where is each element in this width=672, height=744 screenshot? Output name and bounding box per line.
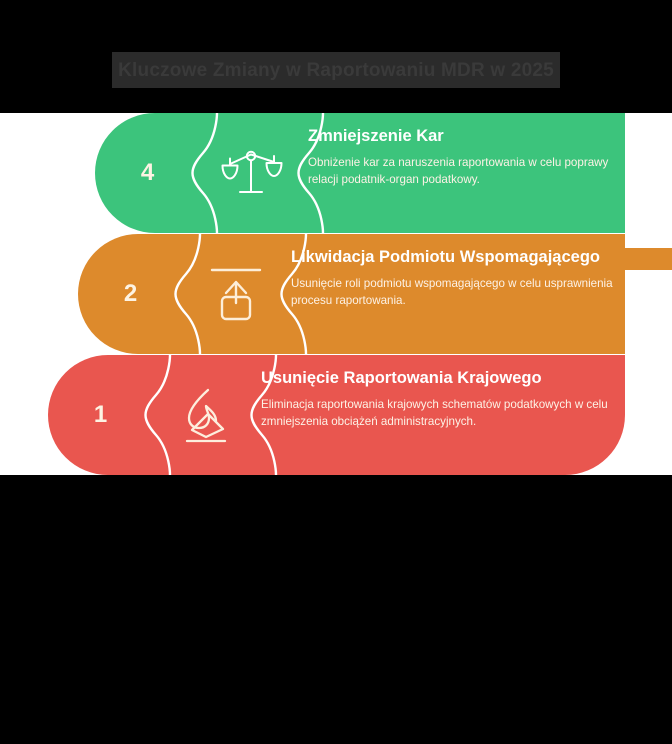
upload-box-icon — [206, 263, 266, 325]
step-number-4: 4 — [140, 159, 155, 186]
step-number-1: 1 — [93, 401, 108, 428]
step-icon-column-1 — [153, 355, 258, 475]
step-description-2: Usunięcie roli podmiotu wspomagającego w… — [291, 276, 613, 307]
orange-title-overflow-area: Likwidacja Podmiotu Wspomagającego — [625, 234, 672, 354]
step-card-4[interactable]: 4 Zmniejszenie Kar Obniżenie kar za — [95, 113, 625, 233]
infographic-stage: 4 Zmniejszenie Kar Obniżenie kar za — [0, 113, 672, 475]
step-description-4: Obniżenie kar za naruszenia raportowania… — [308, 155, 609, 186]
step-title-4: Zmniejszenie Kar — [308, 127, 444, 145]
step-text-column-1: Usunięcie Raportowania Krajowego Elimina… — [261, 355, 625, 475]
step-icon-column-2 — [183, 234, 288, 354]
step-description-1: Eliminacja raportowania krajowych schema… — [261, 397, 608, 428]
page-title-banner: Kluczowe Zmiany w Raportowaniu MDR w 202… — [112, 52, 560, 88]
step-text-column-4: Zmniejszenie Kar Obniżenie kar za narusz… — [308, 113, 625, 233]
flame-burn-document-icon — [175, 384, 237, 446]
step-text-column-2: Likwidacja Podmiotu Wspomagającego Usuni… — [291, 234, 625, 354]
step-number-pod-1: 1 — [48, 355, 153, 475]
step-card-1[interactable]: 1 Usunięcie Raportowania Krajowego Elimi… — [48, 355, 625, 475]
step-title-1: Usunięcie Raportowania Krajowego — [261, 369, 542, 387]
step-card-2[interactable]: 2 Likwidacja Podmiotu Wspomagającego Usu… — [78, 234, 625, 354]
step-number-pod-2: 2 — [78, 234, 183, 354]
page-title: Kluczowe Zmiany w Raportowaniu MDR w 202… — [118, 59, 554, 81]
step-title-2: Likwidacja Podmiotu Wspomagającego — [291, 248, 600, 266]
right-white-strip-green — [625, 113, 672, 234]
step-icon-column-4 — [200, 113, 305, 233]
scales-balance-icon — [221, 144, 285, 202]
step-number-pod-4: 4 — [95, 113, 200, 233]
step-title-2-overflow: Likwidacja Podmiotu Wspomagającego — [625, 248, 672, 270]
step-number-2: 2 — [123, 280, 138, 307]
